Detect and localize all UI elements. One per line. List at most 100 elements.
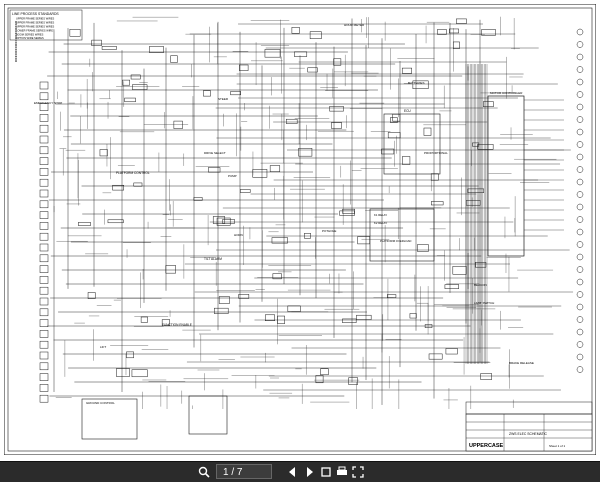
right-connector-ring bbox=[576, 228, 584, 236]
component-box bbox=[423, 127, 432, 136]
connector-pin-box bbox=[39, 254, 49, 263]
legend-item: UPPER FRAME SERIES WIRES bbox=[16, 21, 54, 25]
component-box bbox=[91, 39, 102, 46]
fullscreen-icon[interactable] bbox=[350, 464, 366, 480]
legend-bullet bbox=[15, 34, 17, 37]
label-ecu: ECU bbox=[404, 109, 411, 113]
connector-pin-box bbox=[39, 189, 49, 198]
component-box bbox=[390, 117, 398, 123]
connector-pin-box bbox=[39, 200, 49, 209]
connector-pin-box bbox=[39, 330, 49, 338]
legend-box: LINE PROCESS STANDARDS UPPER FRAME SERIE… bbox=[9, 9, 83, 41]
schematic-sheet: LINE PROCESS STANDARDS UPPER FRAME SERIE… bbox=[4, 4, 596, 455]
label-emergency-stop: EMERGENCY STOP bbox=[34, 101, 62, 105]
right-connector-ring bbox=[576, 341, 584, 348]
connector-pin-box bbox=[39, 265, 49, 273]
connector-pin-box bbox=[39, 308, 49, 317]
right-connector-ring bbox=[576, 166, 584, 173]
print-icon[interactable] bbox=[334, 464, 350, 480]
component-box bbox=[437, 29, 447, 35]
right-connector-ring bbox=[576, 353, 584, 361]
component-box bbox=[449, 28, 459, 34]
component-box bbox=[161, 319, 170, 326]
label-platform-control: PLATFORM CONTROL bbox=[116, 171, 150, 175]
connector-pin-box bbox=[39, 178, 49, 187]
connector-pin-box bbox=[39, 114, 49, 122]
component-box bbox=[271, 237, 288, 244]
legend-bullet bbox=[15, 48, 17, 51]
component-box bbox=[272, 273, 282, 280]
component-box bbox=[307, 67, 318, 73]
component-box bbox=[452, 41, 460, 49]
component-box bbox=[208, 167, 221, 173]
connector-pin-box bbox=[39, 124, 49, 133]
component-box bbox=[417, 244, 429, 252]
component-box bbox=[402, 156, 411, 165]
component-box bbox=[294, 51, 308, 57]
component-box bbox=[291, 27, 300, 34]
component-box bbox=[330, 122, 342, 129]
page-number-field[interactable]: 1 / 7 bbox=[216, 464, 272, 479]
component-box bbox=[456, 18, 467, 24]
ground-control-box bbox=[81, 398, 138, 440]
right-connector-ring bbox=[576, 216, 584, 223]
component-box bbox=[466, 200, 481, 206]
component-box bbox=[239, 64, 249, 71]
right-connector-ring bbox=[576, 178, 584, 186]
component-box bbox=[124, 97, 136, 103]
legend-bullet bbox=[15, 57, 17, 60]
component-box bbox=[193, 197, 203, 201]
connector-pin-box bbox=[39, 362, 49, 371]
component-box bbox=[130, 74, 141, 80]
label-horn: HORN bbox=[234, 233, 243, 237]
label-relay-k2: K2 RELAY bbox=[374, 221, 387, 225]
legend-bullet bbox=[15, 21, 17, 23]
component-box bbox=[412, 80, 429, 89]
component-box bbox=[122, 79, 130, 86]
component-box bbox=[428, 353, 443, 360]
component-box bbox=[101, 46, 117, 50]
legend-item: UPPER FRAME SERIES WIRES bbox=[16, 17, 54, 21]
legend-item: LOWER FRAME SERIES WIRES bbox=[16, 29, 55, 33]
component-box bbox=[304, 233, 311, 239]
revision-block bbox=[465, 401, 593, 415]
right-connector-ring bbox=[576, 91, 584, 98]
right-connector-column bbox=[576, 28, 584, 373]
rotate-icon[interactable] bbox=[318, 464, 334, 480]
schematic-viewer: LINE PROCESS STANDARDS UPPER FRAME SERIE… bbox=[4, 4, 596, 455]
right-connector-ring bbox=[576, 78, 584, 86]
label-limit-switch: LIMIT SWITCH bbox=[474, 301, 494, 305]
component-box bbox=[149, 46, 164, 53]
component-box bbox=[173, 120, 183, 129]
component-box bbox=[409, 313, 417, 319]
label-platform-overload: PLATFORM OVERLOAD bbox=[380, 239, 411, 243]
title-block: UPPERCASE ZWS ELEC SCHEMATIC Sheet 1 of … bbox=[465, 413, 593, 452]
component-box bbox=[264, 314, 275, 322]
legend-bullet bbox=[15, 25, 17, 28]
right-connector-ring bbox=[576, 291, 584, 298]
label-function-enable: FUNCTION ENABLE bbox=[162, 323, 192, 327]
right-connector-ring bbox=[576, 278, 584, 286]
component-box bbox=[357, 236, 370, 245]
connector-pin-box bbox=[39, 103, 49, 111]
next-page-icon[interactable] bbox=[302, 464, 318, 480]
component-box bbox=[430, 173, 439, 181]
component-box bbox=[140, 316, 148, 323]
magnify-icon[interactable] bbox=[196, 464, 212, 480]
wire-network bbox=[47, 16, 574, 409]
component-box bbox=[401, 67, 412, 74]
component-box bbox=[356, 314, 372, 320]
component-box bbox=[107, 219, 124, 224]
right-connector-ring bbox=[576, 253, 584, 261]
connector-pin-box bbox=[39, 135, 49, 144]
right-connector-ring bbox=[576, 66, 584, 73]
component-box bbox=[214, 307, 229, 314]
connector-pin-box bbox=[39, 168, 49, 176]
label-hour-meter: HOUR METER bbox=[344, 23, 365, 27]
component-box bbox=[133, 182, 143, 187]
tilt-box bbox=[188, 395, 228, 435]
connector-pin-box bbox=[39, 297, 49, 306]
component-box bbox=[99, 149, 108, 157]
right-connector-ring bbox=[576, 203, 584, 211]
prev-page-icon[interactable] bbox=[284, 464, 300, 480]
